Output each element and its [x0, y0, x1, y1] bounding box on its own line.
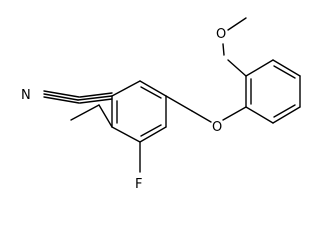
fluoro-substituent: F [135, 141, 142, 191]
methoxy-group: O [216, 17, 247, 77]
methoxy-o-label: O [216, 27, 226, 42]
methoxyphenyl-ring [245, 59, 301, 124]
molecule-svg: N F O O [21, 17, 301, 191]
nitrile-group: N [21, 88, 113, 104]
ether-o-label: O [212, 120, 222, 135]
benzonitrile-ring [70, 80, 167, 143]
fluorine-label: F [135, 177, 142, 191]
methylene-ether-linker: O [165, 95, 247, 135]
structure-diagram: N F O O [21, 17, 301, 191]
nitrile-n-label: N [21, 88, 31, 103]
